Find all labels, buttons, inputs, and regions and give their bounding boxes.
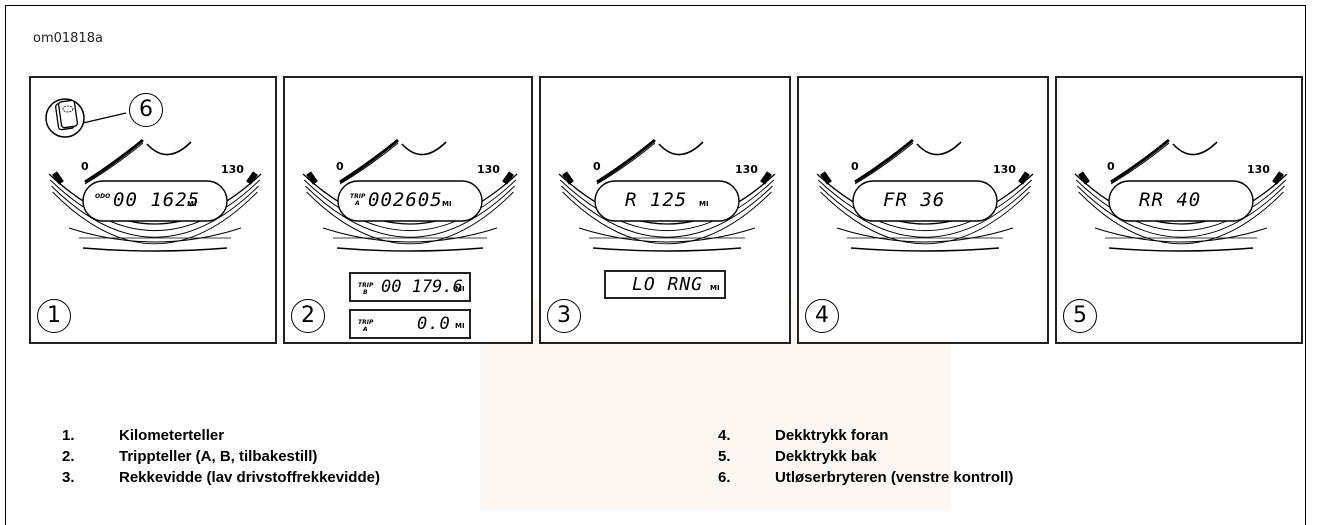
scale-min: 0	[81, 160, 89, 173]
callout-2: 2	[291, 299, 325, 333]
display-reading: 002605	[368, 189, 443, 211]
trip-b-unit: MI	[455, 285, 465, 293]
display-reading: RR 40	[1139, 189, 1202, 211]
display-unit: MI	[699, 200, 709, 208]
scale-max: 130	[735, 163, 758, 176]
legend-item: 5.Dekktrykk bak	[718, 448, 877, 465]
legend-item: 1.Kilometerteller	[62, 427, 225, 444]
legend-item: 3.Rekkevidde (lav drivstoffrekkevidde)	[62, 469, 380, 486]
legend-item: 4.Dekktrykk foran	[718, 427, 889, 444]
legend-left: 1.Kilometerteller 2.Trippteller (A, B, t…	[62, 426, 482, 489]
figure-id: om01818a	[33, 31, 103, 46]
trip-b-label: TRIP	[358, 282, 374, 289]
trip-a-sublabel: A	[363, 326, 368, 333]
display-unit: MI	[187, 200, 197, 208]
display-reading: FR 36	[883, 189, 946, 211]
callout-6: 6	[129, 93, 163, 127]
switch-illustration	[43, 89, 163, 149]
gauge-drawing	[816, 138, 1034, 252]
display-sublabel: A	[355, 200, 360, 207]
gauge-drawing	[558, 138, 776, 252]
scale-max: 130	[221, 163, 244, 176]
gauge-drawing	[1074, 138, 1288, 252]
low-range-reading: LO RNG	[632, 274, 704, 295]
gauge-panel-4: 0 130 FR 36 4	[797, 76, 1049, 344]
gauge-drawing	[48, 138, 262, 252]
scale-min: 0	[1107, 160, 1115, 173]
scale-max: 130	[993, 163, 1016, 176]
trip-b-sublabel: B	[363, 289, 368, 296]
gauge-drawing	[302, 138, 518, 252]
low-range-display: LO RNG MI	[604, 270, 726, 299]
callout-5: 5	[1063, 299, 1097, 333]
figure-frame	[5, 5, 1306, 525]
trip-a-label: TRIP	[358, 319, 374, 326]
display-label: TRIP	[350, 193, 366, 200]
low-range-unit: MI	[710, 284, 720, 292]
trip-a-display: TRIP A 0.0 MI	[349, 309, 471, 339]
display-label: ODO	[95, 193, 111, 200]
trip-a-unit: MI	[455, 322, 465, 330]
display-unit: MI	[442, 200, 452, 208]
display-reading: R 125	[625, 189, 688, 211]
scale-min: 0	[593, 160, 601, 173]
trip-a-reading: 0.0	[417, 314, 451, 334]
callout-1: 1	[37, 299, 71, 333]
trip-b-display: TRIP B 00 179.6 MI	[349, 272, 471, 302]
display-reading: 00 1625	[113, 189, 201, 211]
legend-item: 6.Utløserbryteren (venstre kontroll)	[718, 469, 1014, 486]
gauge-panel-5: 0 130 RR 40 5	[1055, 76, 1303, 344]
scale-max: 130	[1247, 163, 1270, 176]
callout-3: 3	[547, 299, 581, 333]
trip-b-reading: 00 179.6	[381, 277, 463, 297]
scale-max: 130	[477, 163, 500, 176]
scale-min: 0	[336, 160, 344, 173]
callout-4: 4	[805, 299, 839, 333]
legend-right: 4.Dekktrykk foran 5.Dekktrykk bak 6.Utlø…	[718, 426, 1138, 489]
scale-min: 0	[851, 160, 859, 173]
legend-item: 2.Trippteller (A, B, tilbakestill)	[62, 448, 318, 465]
